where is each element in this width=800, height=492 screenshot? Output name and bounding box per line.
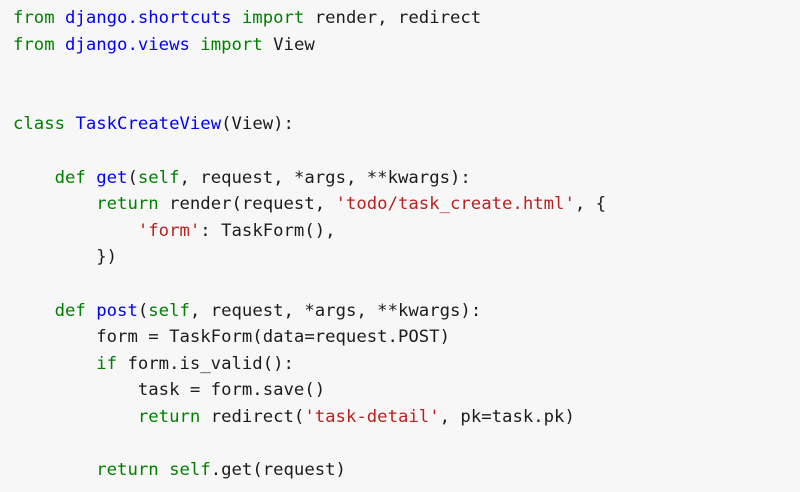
code-token <box>232 8 242 28</box>
code-token <box>13 407 138 427</box>
code-token: ( <box>127 167 138 188</box>
code-line: form = TaskForm(data=request.POST) <box>13 324 800 351</box>
code-token: get <box>96 167 128 188</box>
code-line: return render(request, 'todo/task_create… <box>13 191 800 218</box>
code-token: django.shortcuts <box>65 8 232 28</box>
code-token: django.views <box>65 34 190 55</box>
code-token: class <box>13 114 66 135</box>
code-line: from django.views import View <box>13 32 800 59</box>
code-token: import <box>241 8 305 28</box>
code-token: render(request, <box>158 194 336 215</box>
code-token: redirect( <box>200 406 305 427</box>
code-token: 'task-detail' <box>304 406 440 427</box>
code-token: from <box>13 8 55 28</box>
code-line: return redirect('task-detail', pk=task.p… <box>13 404 800 431</box>
code-token: : TaskForm(), <box>200 220 336 241</box>
code-token: , request, *args, **kwargs): <box>179 167 471 188</box>
code-token: def <box>54 167 86 188</box>
code-token <box>13 221 138 241</box>
code-token: self <box>169 460 211 481</box>
code-line: class TaskCreateView(View): <box>13 111 800 138</box>
code-token: def <box>54 300 86 321</box>
code-token: self <box>148 300 190 321</box>
code-token: return <box>96 460 159 481</box>
code-token <box>159 460 169 480</box>
code-line <box>13 271 800 298</box>
code-token: form.is_valid(): <box>117 353 294 374</box>
code-line <box>13 138 800 165</box>
code-token <box>13 301 55 321</box>
code-token: }) <box>13 247 118 268</box>
code-token <box>13 354 96 374</box>
code-token <box>55 8 65 28</box>
code-token: task = form.save() <box>13 380 326 401</box>
code-token: View <box>262 34 315 55</box>
code-token: ( <box>137 300 149 321</box>
code-token: import <box>200 34 263 55</box>
code-line <box>13 58 800 85</box>
code-token: .get(request) <box>210 460 346 481</box>
code-token <box>65 114 75 134</box>
code-token <box>13 168 55 188</box>
code-token: 'todo/task_create.html' <box>335 194 575 215</box>
code-token: , { <box>574 194 607 215</box>
code-line: if form.is_valid(): <box>13 351 800 378</box>
code-token: form = TaskForm(data=request.POST) <box>13 327 450 348</box>
code-token: (View): <box>221 114 294 135</box>
code-token: self <box>137 167 180 188</box>
code-token: TaskCreateView <box>75 114 222 135</box>
code-line <box>13 431 800 458</box>
code-line: 'form': TaskForm(), <box>13 218 800 245</box>
code-line: task = form.save() <box>13 377 800 404</box>
code-token: 'form' <box>137 220 201 241</box>
code-token: render, redirect <box>304 8 482 28</box>
code-token <box>86 301 96 321</box>
code-token <box>13 460 96 480</box>
code-token <box>13 194 96 214</box>
code-token: if <box>96 353 118 374</box>
code-token: post <box>96 300 138 321</box>
code-token <box>190 35 200 55</box>
code-token <box>86 168 96 188</box>
code-token: , pk=task.pk) <box>439 406 575 427</box>
code-line: def post(self, request, *args, **kwargs)… <box>13 298 800 325</box>
code-line: def get(self, request, *args, **kwargs): <box>13 165 800 192</box>
code-token: return <box>96 194 159 215</box>
code-token <box>55 35 65 55</box>
code-line: from django.shortcuts import render, red… <box>13 5 800 32</box>
code-token: from <box>13 34 55 55</box>
code-line: }) <box>13 244 800 271</box>
code-line: return self.get(request) <box>13 457 800 484</box>
code-token: , request, *args, **kwargs): <box>189 300 482 321</box>
code-line <box>13 85 800 112</box>
code-token: return <box>137 406 201 427</box>
